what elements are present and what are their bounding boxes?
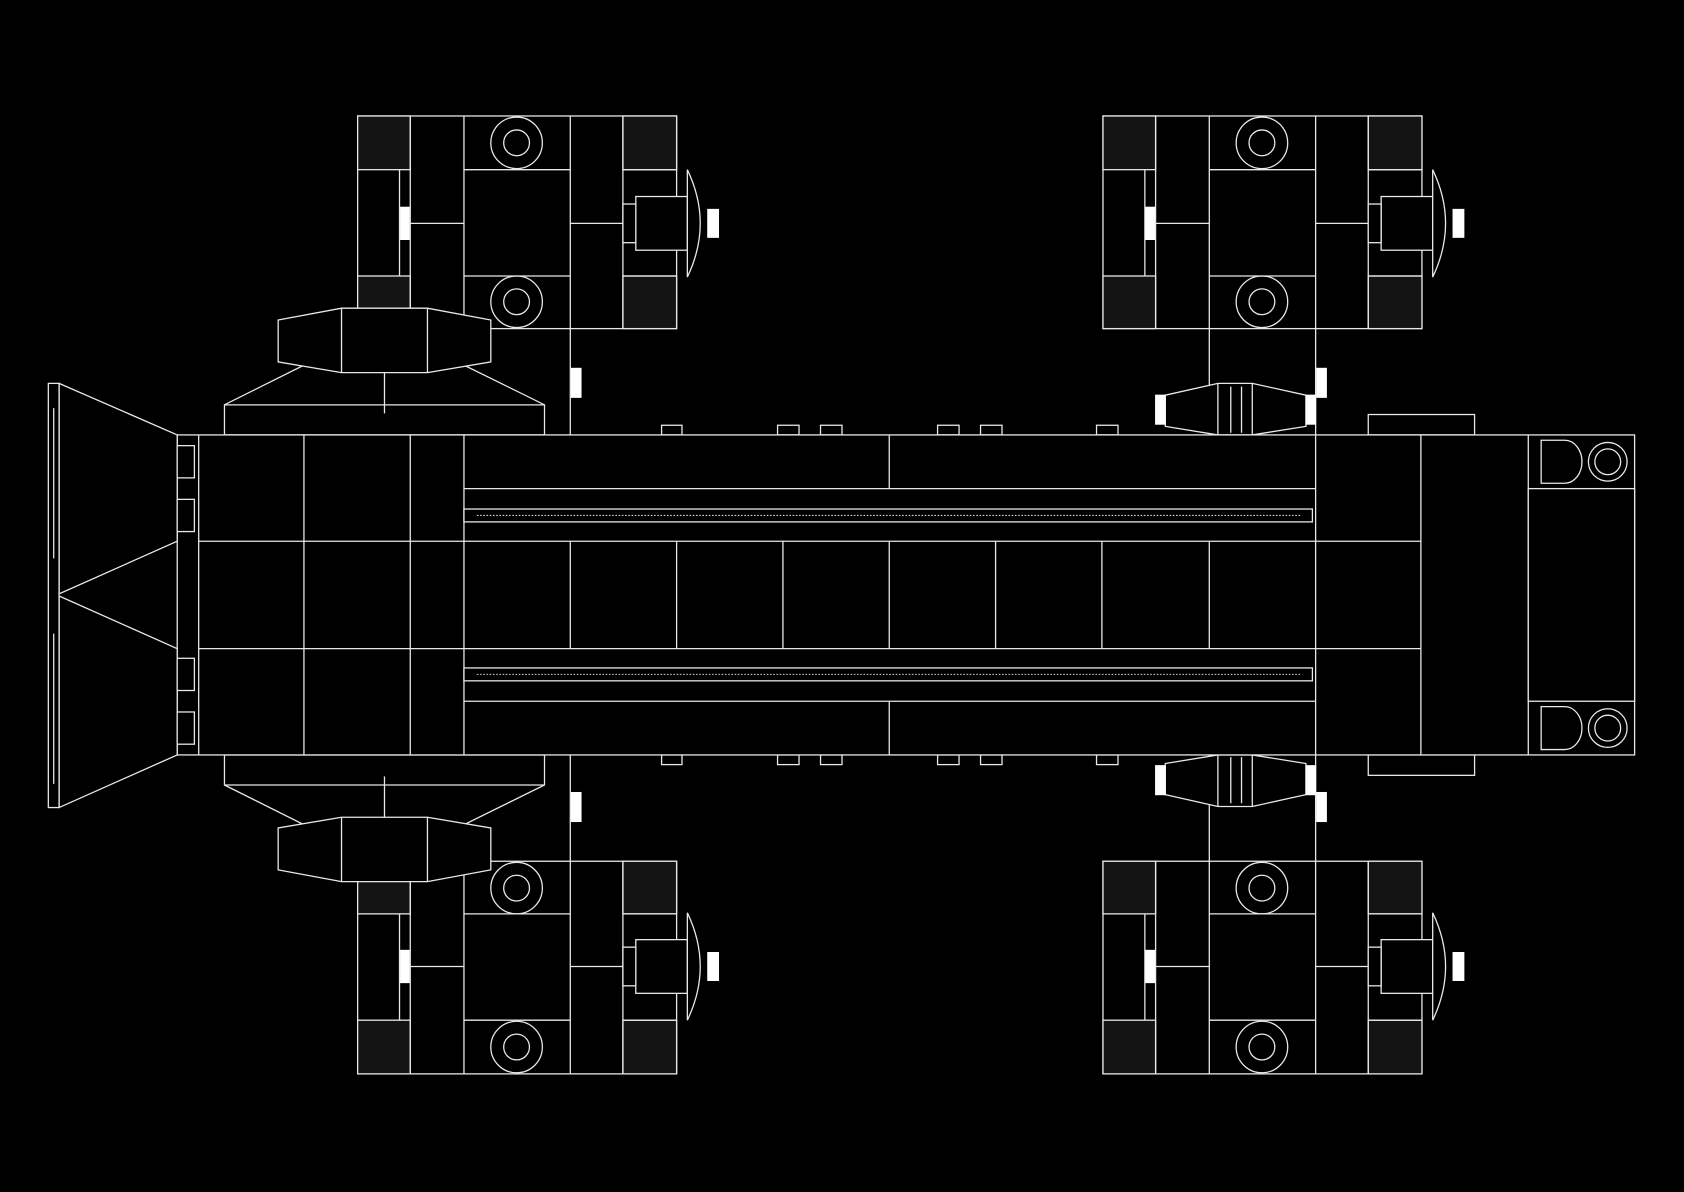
rack-strip-bottom [463, 667, 1314, 682]
main-hull [176, 434, 1636, 756]
wheel-block-bottom-left [356, 860, 720, 1075]
front-nose [1527, 439, 1636, 751]
wheel-block-bottom-right [1102, 860, 1465, 1075]
rear-nozzle [47, 382, 196, 809]
wheel-block-top-left [356, 115, 720, 330]
wheel-block-top-right [1102, 115, 1465, 330]
rack-strip-top [463, 508, 1314, 523]
